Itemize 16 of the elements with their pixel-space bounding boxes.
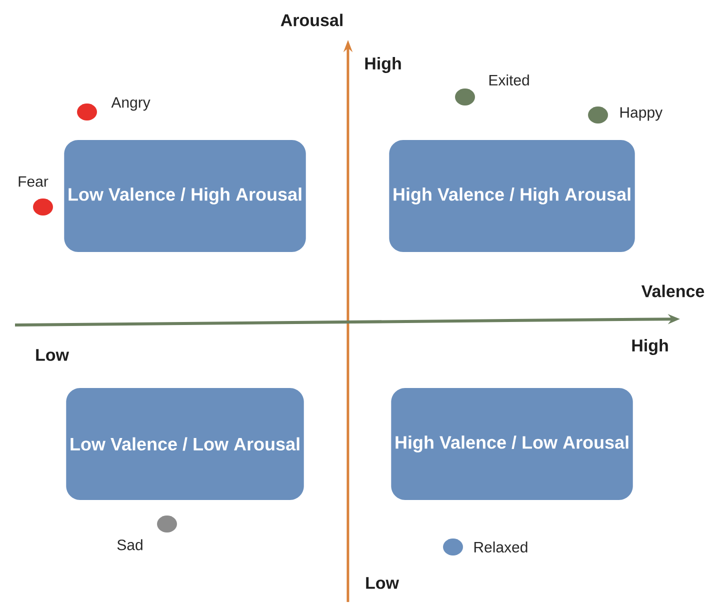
axis-label: Low — [366, 577, 400, 589]
axis-label: High — [632, 339, 668, 355]
quadrant-box: High Valence / High Arousal — [389, 140, 635, 252]
emotion-label: Sad — [117, 539, 142, 550]
emotion-label: Angry — [111, 97, 150, 111]
quadrant-box: Low Valence / Low Arousal — [66, 388, 304, 500]
axis-label: High — [365, 57, 401, 73]
quadrant-box: Low Valence / High Arousal — [64, 140, 306, 252]
emotion-label: Exited — [489, 74, 529, 86]
axis-label: Arousal — [280, 14, 342, 26]
quadrant-box: High Valence / Low Arousal — [391, 388, 633, 500]
axis-label: Valence — [641, 284, 704, 298]
emotion-label: Fear — [18, 176, 48, 187]
axis-label: Low — [36, 349, 70, 361]
emotion-label: Relaxed — [474, 542, 528, 552]
emotion-label: Happy — [620, 107, 663, 121]
